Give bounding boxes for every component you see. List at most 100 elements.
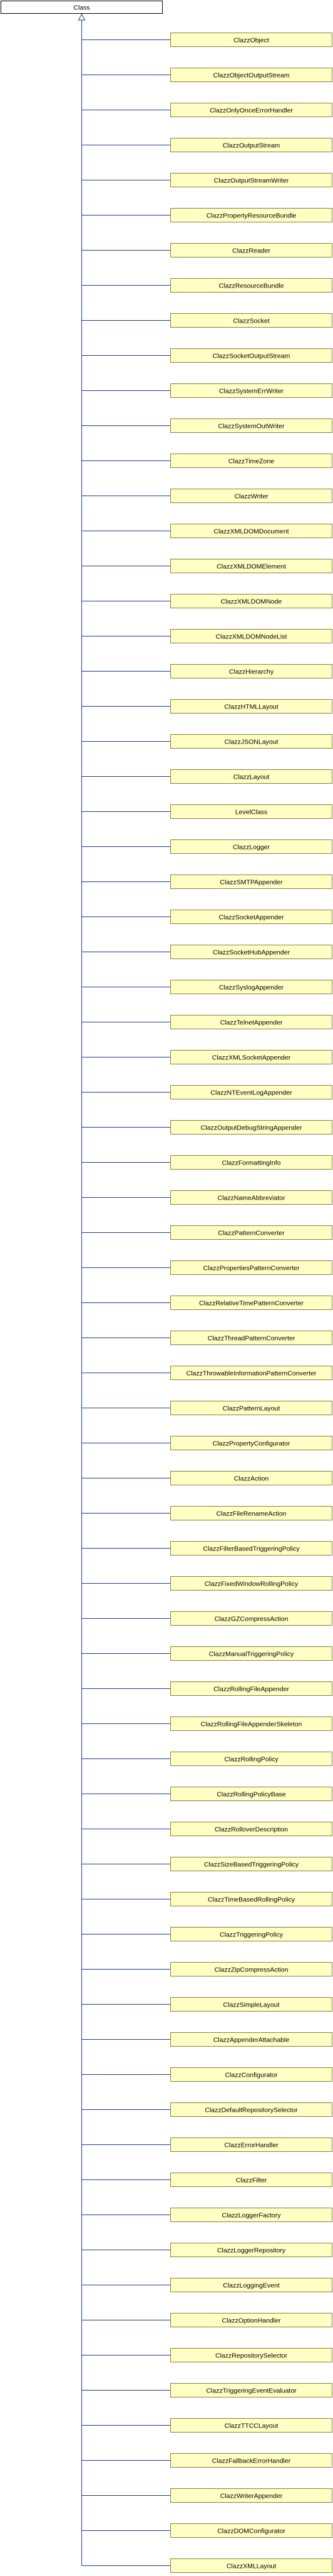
class-node-box	[170, 2102, 332, 2117]
class-node[interactable]: ClazzXMLDOMElement	[170, 559, 332, 573]
class-node-box	[170, 1225, 332, 1240]
class-node-label: ClazzSimpleLayout	[223, 2002, 280, 2009]
class-node[interactable]: ClazzHTMLLayout	[170, 699, 332, 714]
class-node[interactable]: ClazzWriterAppender	[170, 2488, 332, 2503]
class-node[interactable]: ClazzSystemOutWriter	[170, 418, 332, 433]
class-node[interactable]: ClazzManualTriggeringPolicy	[170, 1646, 332, 1661]
class-node[interactable]: ClazzPropertyResourceBundle	[170, 208, 332, 222]
class-node-label: ClazzThrowableInformationPatternConverte…	[187, 1370, 317, 1378]
class-node-box	[170, 2278, 332, 2292]
class-node-label: ClazzConfigurator	[225, 2072, 278, 2079]
class-node-label: ClazzReader	[232, 247, 270, 255]
class-node[interactable]: ClazzLoggingEvent	[170, 2278, 332, 2292]
class-node-box	[170, 1822, 332, 1836]
class-node[interactable]: ClazzSMTPAppender	[170, 875, 332, 889]
class-node[interactable]: ClazzSocket	[170, 313, 332, 328]
class-node[interactable]: ClazzFixedWindowRollingPolicy	[170, 1576, 332, 1591]
class-node-box	[170, 1927, 332, 1941]
class-node[interactable]: ClazzRollingPolicy	[170, 1752, 332, 1766]
class-node[interactable]: ClazzXMLDOMNodeList	[170, 629, 332, 643]
class-node[interactable]: LevelClass	[170, 804, 332, 819]
class-node[interactable]: ClazzConfigurator	[170, 2067, 332, 2082]
class-node[interactable]: ClazzTelnetAppender	[170, 1015, 332, 1029]
class-node[interactable]: ClazzOutputStreamWriter	[170, 173, 332, 187]
class-node-box	[170, 1506, 332, 1520]
class-node-box	[170, 1787, 332, 1801]
class-node[interactable]: ClazzLogger	[170, 839, 332, 854]
class-node[interactable]: ClazzPatternConverter	[170, 1225, 332, 1240]
class-node[interactable]: ClazzSystemErrWriter	[170, 383, 332, 398]
class-node[interactable]: ClazzLayout	[170, 769, 332, 784]
class-node[interactable]: ClazzOutputStream	[170, 138, 332, 152]
class-node[interactable]: ClazzSimpleLayout	[170, 1997, 332, 2012]
class-node[interactable]: ClazzZipCompressAction	[170, 1962, 332, 1976]
class-node[interactable]: ClazzOutputDebugStringAppender	[170, 1120, 332, 1135]
class-node[interactable]: ClazzNameAbbreviator	[170, 1190, 332, 1205]
class-node[interactable]: ClazzNTEventLogAppender	[170, 1085, 332, 1099]
class-node[interactable]: ClazzTimeBasedRollingPolicy	[170, 1892, 332, 1906]
class-node[interactable]: ClazzRolloverDescription	[170, 1822, 332, 1836]
class-node[interactable]: ClazzResourceBundle	[170, 278, 332, 293]
class-node[interactable]: ClazzSizeBasedTriggeringPolicy	[170, 1857, 332, 1871]
class-node[interactable]: ClazzOnlyOnceErrorHandler	[170, 103, 332, 117]
class-node[interactable]: ClazzLoggerFactory	[170, 2208, 332, 2222]
class-node[interactable]: ClazzHierarchy	[170, 664, 332, 678]
class-node-label: ClazzHierarchy	[229, 668, 274, 676]
class-node[interactable]: ClazzWriter	[170, 489, 332, 503]
class-node[interactable]: ClazzErrorHandler	[170, 2137, 332, 2152]
class-node[interactable]: ClazzXMLSocketAppender	[170, 1050, 332, 1064]
class-node[interactable]: ClazzThreadPatternConverter	[170, 1331, 332, 1345]
class-node-box	[170, 524, 332, 538]
class-node[interactable]: ClazzObjectOutputStream	[170, 68, 332, 82]
class-node[interactable]: ClazzThrowableInformationPatternConverte…	[170, 1366, 332, 1380]
class-node[interactable]: ClazzTriggeringEventEvaluator	[170, 2383, 332, 2397]
class-node[interactable]: ClazzFileRenameAction	[170, 1506, 332, 1520]
class-node[interactable]: ClazzJSONLayout	[170, 734, 332, 749]
class-node-box	[170, 1681, 332, 1696]
class-node[interactable]: ClazzAction	[170, 1471, 332, 1485]
root-class-node[interactable]: Class	[1, 1, 163, 14]
class-node[interactable]: ClazzRollingPolicyBase	[170, 1787, 332, 1801]
class-node[interactable]: ClazzRelativeTimePatternConverter	[170, 1296, 332, 1310]
class-node-label: ClazzRepositorySelector	[215, 2352, 287, 2360]
class-node[interactable]: ClazzTTCCLayout	[170, 2418, 332, 2433]
class-node[interactable]: ClazzDOMConfigurator	[170, 2523, 332, 2538]
class-node[interactable]: ClazzGZCompressAction	[170, 1611, 332, 1626]
class-node[interactable]: ClazzFormattingInfo	[170, 1155, 332, 1170]
class-node[interactable]: ClazzFallbackErrorHandler	[170, 2453, 332, 2468]
class-node-box	[170, 875, 332, 889]
class-node[interactable]: ClazzSocketOutputStream	[170, 348, 332, 363]
class-node[interactable]: ClazzXMLLayout	[170, 2558, 332, 2573]
class-node-label: ClazzLayout	[233, 774, 270, 781]
class-node[interactable]: ClazzPropertyConfigurator	[170, 1436, 332, 1450]
class-node[interactable]: ClazzSyslogAppender	[170, 980, 332, 994]
class-node-box	[170, 839, 332, 854]
class-node[interactable]: ClazzLoggerRepository	[170, 2243, 332, 2257]
class-node-box	[170, 454, 332, 468]
class-node-box	[170, 699, 332, 714]
class-node[interactable]: ClazzObject	[170, 33, 332, 47]
class-node-label: ClazzTelnetAppender	[220, 1019, 283, 1027]
class-node[interactable]: ClazzAppenderAttachable	[170, 2032, 332, 2047]
class-node-box	[170, 1190, 332, 1205]
class-node-box	[170, 1471, 332, 1485]
class-node[interactable]: ClazzSocketHubAppender	[170, 945, 332, 959]
class-node[interactable]: ClazzRollingFileAppenderSkeleton	[170, 1716, 332, 1731]
class-node[interactable]: ClazzReader	[170, 243, 332, 257]
class-node-label: ClazzSocketAppender	[219, 914, 284, 922]
class-node[interactable]: ClazzFilterBasedTriggeringPolicy	[170, 1541, 332, 1555]
class-node[interactable]: ClazzTriggeringPolicy	[170, 1927, 332, 1941]
class-node[interactable]: ClazzXMLDOMDocument	[170, 524, 332, 538]
class-node[interactable]: ClazzXMLDOMNode	[170, 594, 332, 608]
class-node[interactable]: ClazzTimeZone	[170, 454, 332, 468]
class-node[interactable]: ClazzPatternLayout	[170, 1401, 332, 1415]
class-node[interactable]: ClazzOptionHandler	[170, 2313, 332, 2327]
class-node[interactable]: ClazzPropertiesPatternConverter	[170, 1260, 332, 1275]
class-node[interactable]: ClazzFilter	[170, 2173, 332, 2187]
class-node[interactable]: ClazzRepositorySelector	[170, 2348, 332, 2362]
class-node[interactable]: ClazzRollingFileAppender	[170, 1681, 332, 1696]
class-node[interactable]: ClazzDefaultRepositorySelector	[170, 2102, 332, 2117]
class-node-box	[170, 559, 332, 573]
class-node-label: ClazzTTCCLayout	[225, 2423, 279, 2430]
class-node[interactable]: ClazzSocketAppender	[170, 910, 332, 924]
